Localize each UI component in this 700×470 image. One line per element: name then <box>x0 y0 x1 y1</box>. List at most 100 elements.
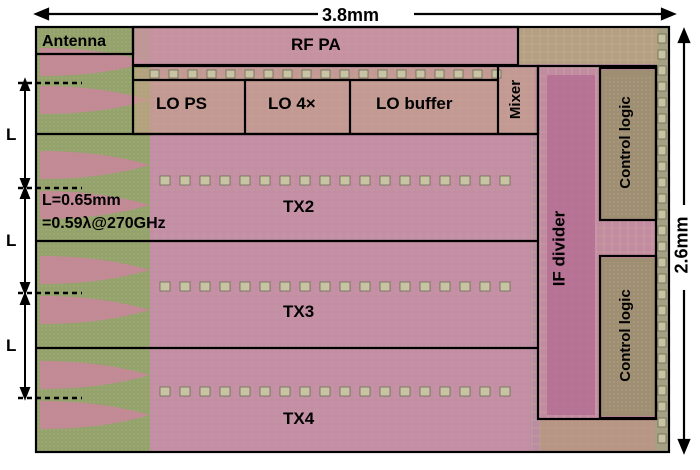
bond-pad <box>239 175 251 186</box>
bond-pad <box>657 129 667 140</box>
bond-pad <box>657 273 667 284</box>
pitch-markers <box>19 77 31 401</box>
if-divider-label: IF divider <box>549 210 569 287</box>
bond-pad <box>187 69 198 79</box>
bond-pad <box>499 386 511 397</box>
bond-pad <box>301 69 312 79</box>
antenna-lobe <box>40 401 150 429</box>
bond-pad <box>657 225 667 236</box>
bond-pad <box>379 175 391 186</box>
pitch-label-3: L <box>6 336 17 355</box>
bond-pad <box>439 281 451 292</box>
bond-pad <box>439 386 451 397</box>
antenna-lobe <box>40 151 150 179</box>
bond-pad <box>657 177 667 188</box>
bond-pad <box>396 69 407 79</box>
rf-pa-label: RF PA <box>291 35 341 54</box>
bond-pad <box>179 281 191 292</box>
bond-pad <box>657 193 667 204</box>
bond-pad <box>179 386 191 397</box>
bond-pad <box>657 257 667 268</box>
bond-pad <box>199 281 211 292</box>
bond-pad <box>219 175 231 186</box>
block-outlines <box>34 25 671 454</box>
bond-pad <box>499 281 511 292</box>
bond-pad <box>439 175 451 186</box>
bond-pad <box>657 353 667 364</box>
bond-pad <box>319 175 331 186</box>
bond-pad <box>399 175 411 186</box>
bond-pad <box>657 369 667 380</box>
bond-pad <box>419 175 431 186</box>
bond-pad <box>259 175 271 186</box>
bond-pad <box>459 386 471 397</box>
dimension-arrows <box>33 7 691 455</box>
bond-pad <box>419 386 431 397</box>
bond-pad <box>657 65 667 76</box>
bond-pad <box>657 97 667 108</box>
bond-pad <box>415 69 426 79</box>
bond-pad <box>479 386 491 397</box>
bond-pad <box>434 69 445 79</box>
bond-pad <box>320 69 331 79</box>
bond-pad <box>453 69 464 79</box>
bond-pad <box>379 386 391 397</box>
bond-pad <box>657 161 667 172</box>
bond-pad <box>219 281 231 292</box>
bond-pad <box>339 69 350 79</box>
antenna-label: Antenna <box>42 33 106 50</box>
pitch-wavelength-label: =0.59λ@270GHz <box>42 215 166 232</box>
bond-pad <box>159 281 171 292</box>
bond-pad <box>657 337 667 348</box>
bond-pads <box>149 33 667 444</box>
tx4-label: TX4 <box>283 409 315 428</box>
bond-pad <box>319 386 331 397</box>
bond-pad <box>259 386 271 397</box>
antenna-elements <box>40 48 150 429</box>
bond-pad <box>279 281 291 292</box>
antenna-lobe <box>40 361 150 389</box>
width-dimension-label: 3.8mm <box>322 5 380 25</box>
bond-pad <box>179 175 191 186</box>
bond-pad <box>159 386 171 397</box>
bond-pad <box>459 175 471 186</box>
bond-pad <box>282 69 293 79</box>
height-dimension-label: 2.6mm <box>671 216 692 274</box>
bond-pad <box>244 69 255 79</box>
bond-pad <box>339 386 351 397</box>
bond-pad <box>279 386 291 397</box>
bond-pad <box>339 175 351 186</box>
bond-pad <box>299 386 311 397</box>
pitch-label-1: L <box>6 125 17 144</box>
bond-pad <box>657 209 667 220</box>
bond-pad <box>491 69 502 79</box>
bond-pad <box>225 69 236 79</box>
bond-pad <box>279 175 291 186</box>
bond-pad <box>399 386 411 397</box>
pitch-label-2: L <box>6 231 17 250</box>
mixer-label: Mixer <box>507 79 525 120</box>
bond-pad <box>159 175 171 186</box>
bond-pad <box>472 69 483 79</box>
bond-pad <box>657 49 667 60</box>
bond-pad <box>199 175 211 186</box>
bond-pad <box>339 281 351 292</box>
antenna-lobe <box>40 296 150 324</box>
bond-pad <box>419 281 431 292</box>
bond-pad <box>239 281 251 292</box>
antenna-lobe <box>40 191 150 219</box>
bond-pad <box>379 281 391 292</box>
pitch-value-label: L=0.65mm <box>42 192 121 209</box>
control-logic-bottom-label: Control logic <box>616 289 634 382</box>
bond-pad <box>657 145 667 156</box>
bond-pad <box>319 281 331 292</box>
lo-4x-label: LO 4× <box>268 94 316 113</box>
bond-pad <box>168 69 179 79</box>
bond-pad <box>657 305 667 316</box>
bond-pad <box>657 433 667 444</box>
bond-pad <box>459 281 471 292</box>
tx3-label: TX3 <box>283 302 315 321</box>
bond-pad <box>657 241 667 252</box>
